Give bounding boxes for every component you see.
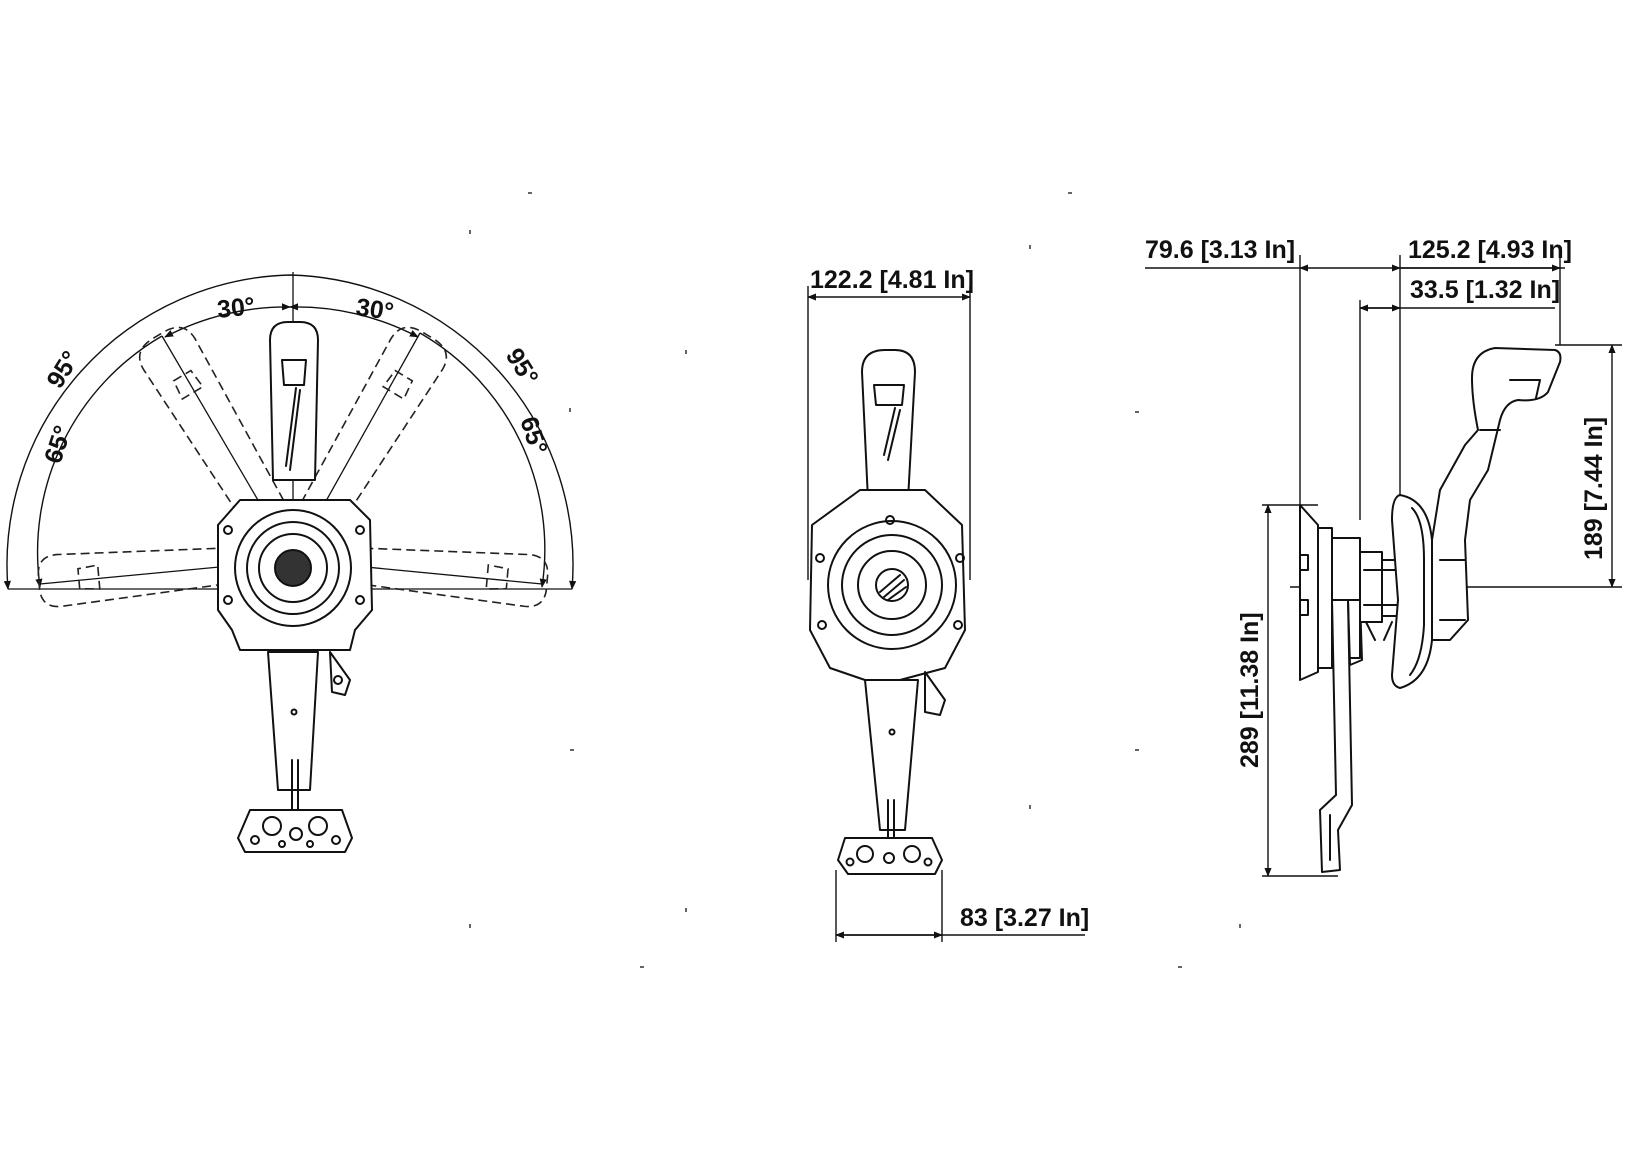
angle-arc-30-right bbox=[289, 303, 419, 338]
dim-label-base: 83 [3.27 In] bbox=[960, 904, 1089, 932]
angle-arc-95 bbox=[3, 274, 577, 590]
angle-arc-65-right bbox=[419, 332, 547, 588]
angle-arc-65 bbox=[35, 335, 163, 588]
side-cover-dish bbox=[1391, 494, 1433, 689]
center-housing bbox=[809, 489, 966, 681]
dim-label-total-height: 289 [11.38 In] bbox=[1236, 612, 1264, 768]
angle-label-right-95: 95° bbox=[500, 343, 544, 390]
ghost-handle-right-30 bbox=[293, 326, 448, 539]
center-mounting-base bbox=[837, 837, 943, 875]
angle-arc-30-left bbox=[164, 303, 291, 338]
dim-label-hub-offset: 33.5 [1.32 In] bbox=[1410, 276, 1560, 304]
registration-marks bbox=[469, 192, 1241, 968]
center-lower-arm bbox=[864, 671, 946, 841]
angle-label-left-30: 30° bbox=[216, 292, 257, 324]
side-lower-bracket bbox=[1319, 599, 1363, 873]
center-handle bbox=[861, 349, 916, 501]
dim-label-handle-height: 189 [7.44 In] bbox=[1580, 417, 1608, 560]
front-lower-arm bbox=[267, 651, 351, 811]
handle-upright bbox=[269, 321, 319, 481]
front-mounting-base bbox=[237, 809, 353, 853]
angle-label-left-65: 65° bbox=[39, 422, 77, 467]
side-view: 79.6 [3.13 In] 125.2 [4.93 In] 33.5 [1.3… bbox=[1145, 236, 1622, 877]
ghost-handle-left-95 bbox=[37, 547, 226, 608]
dim-label-width: 122.2 [4.81 In] bbox=[810, 266, 974, 294]
ghost-handle-right-95 bbox=[360, 547, 549, 608]
center-view: 122.2 [4.81 In] bbox=[807, 266, 1089, 942]
ghost-handle-left-30 bbox=[138, 326, 293, 539]
front-housing bbox=[217, 499, 373, 651]
angle-label-right-30: 30° bbox=[354, 293, 395, 326]
dim-label-mount-depth: 79.6 [3.13 In] bbox=[1145, 236, 1295, 264]
dim-label-handle-reach: 125.2 [4.93 In] bbox=[1408, 236, 1572, 264]
side-hub bbox=[1359, 551, 1401, 641]
angle-label-left-95: 95° bbox=[41, 346, 85, 393]
side-mounting-plate bbox=[1299, 504, 1361, 681]
angle-label-right-65: 65° bbox=[514, 413, 552, 458]
side-handle bbox=[1431, 347, 1562, 641]
front-view: 95° 65° 30° 30° 95° 65° bbox=[3, 272, 577, 853]
